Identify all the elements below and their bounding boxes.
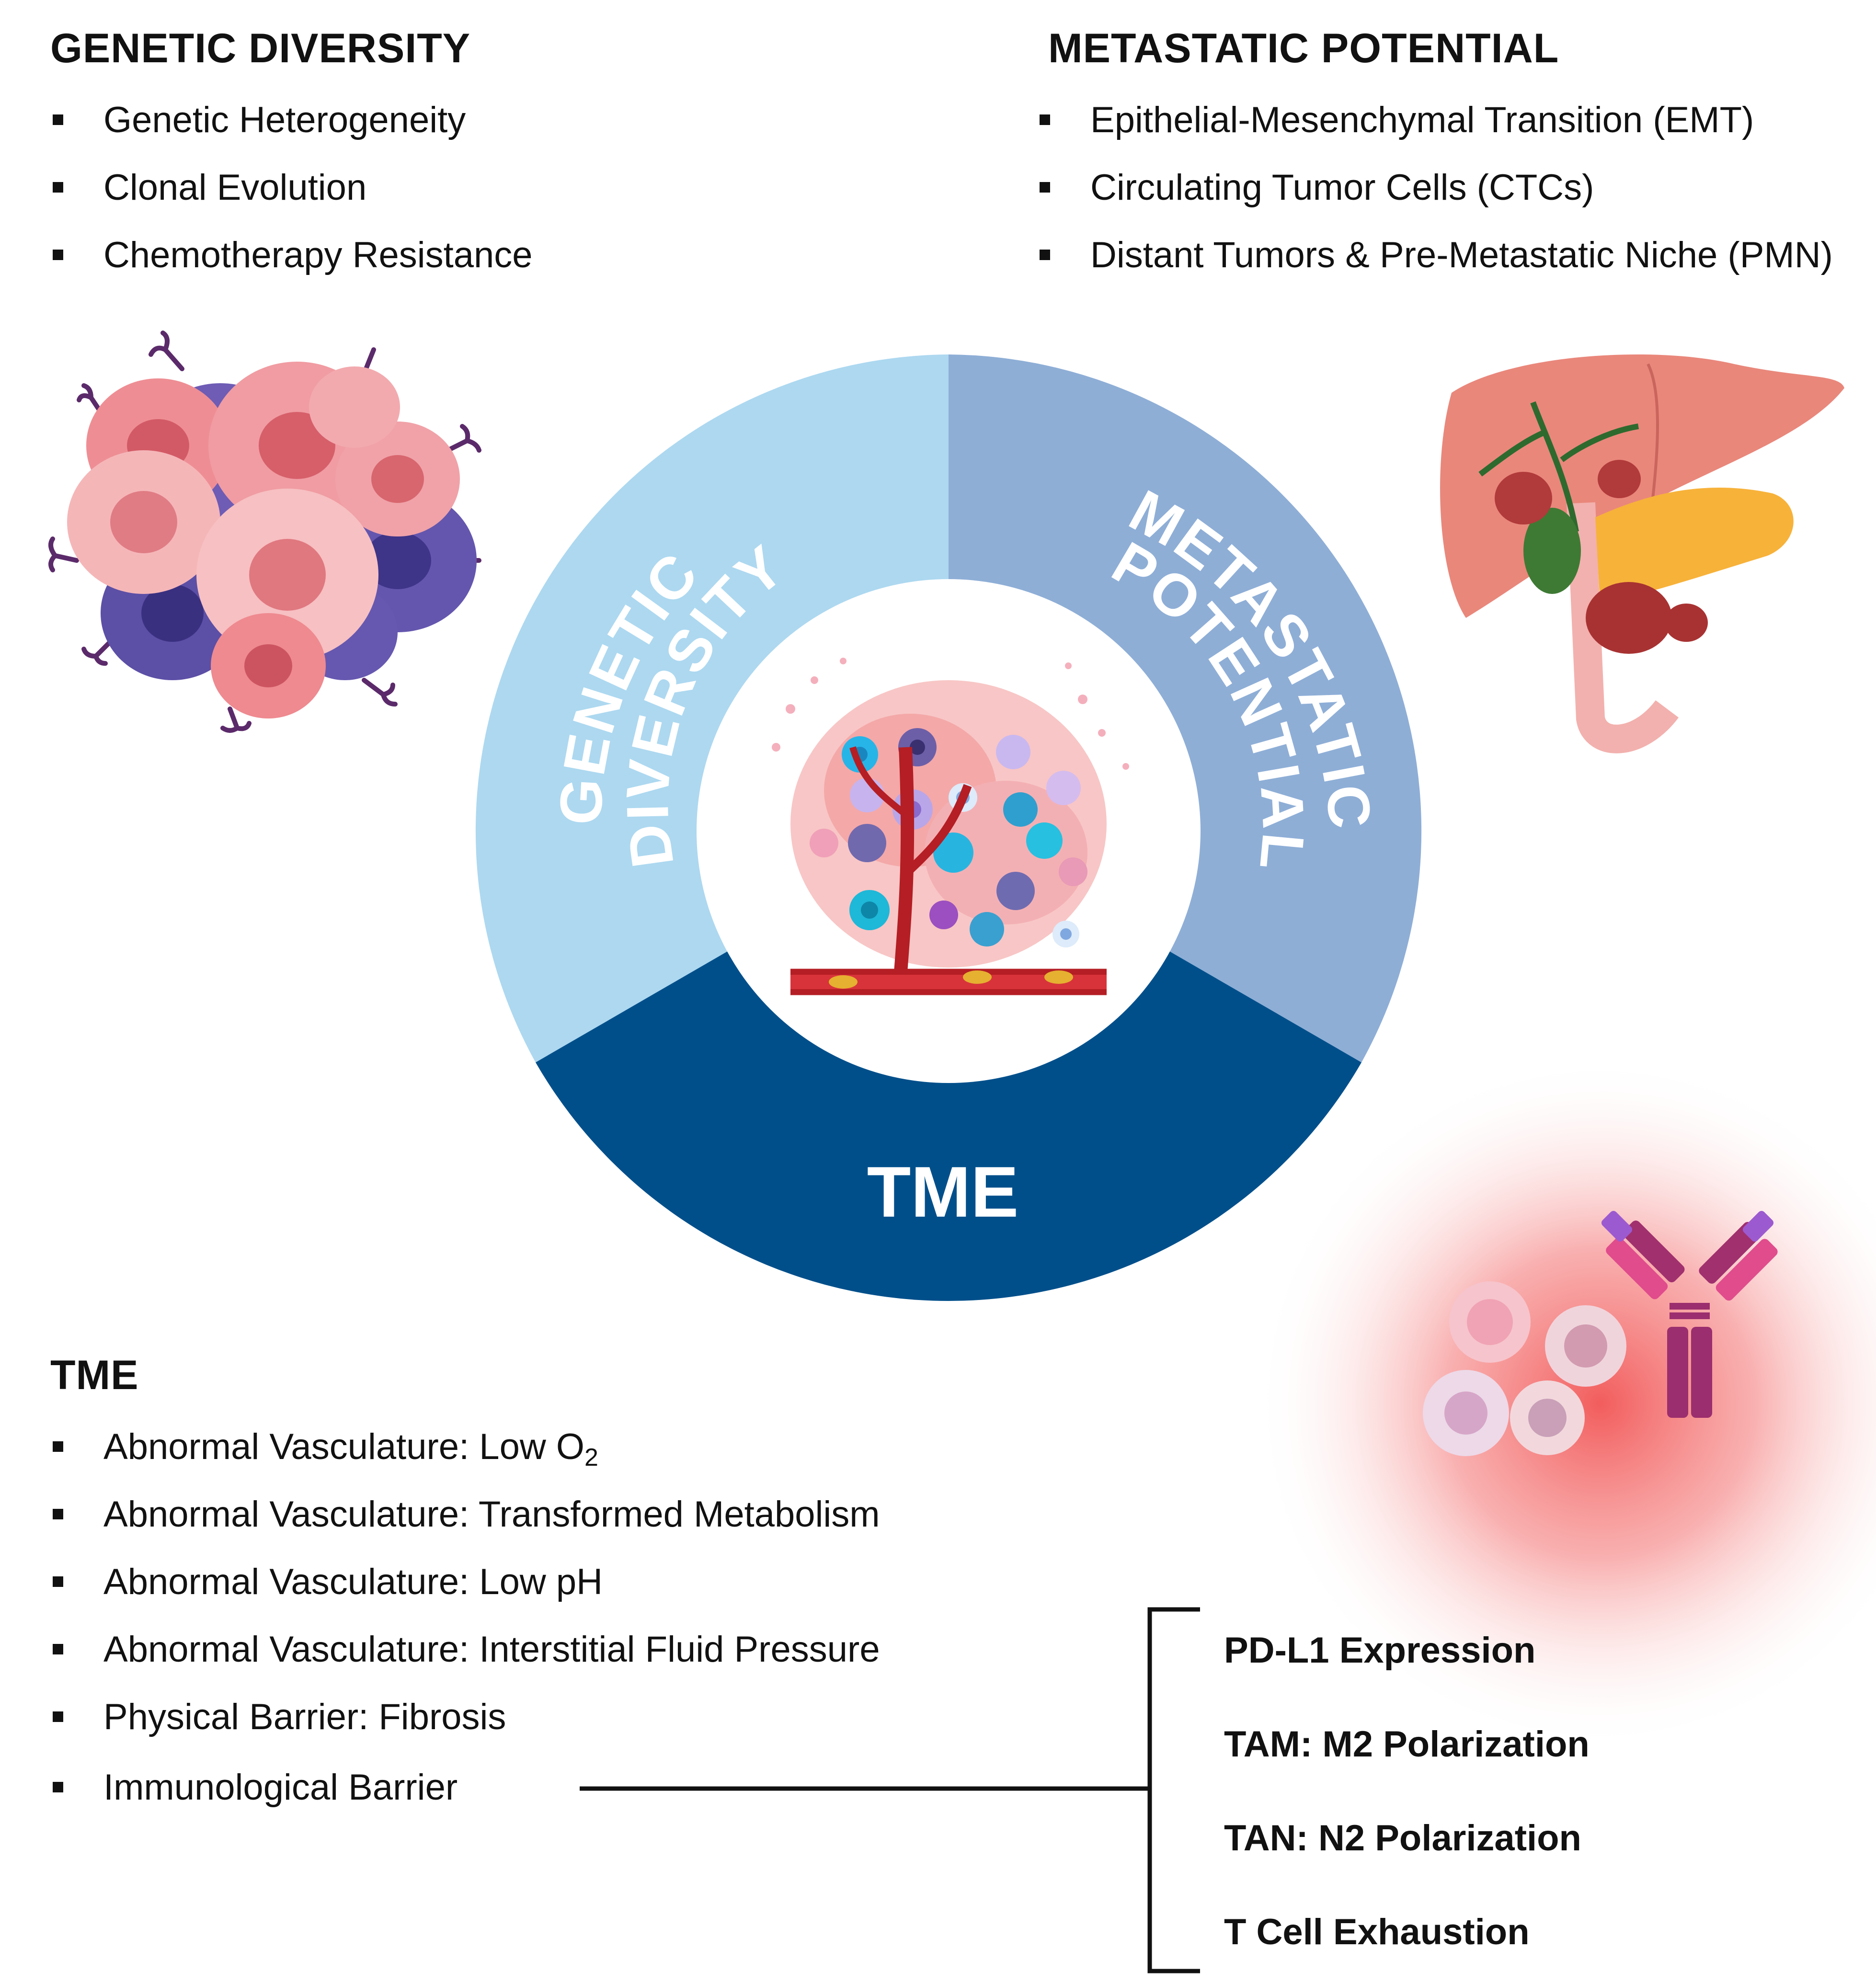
list-item-text: Physical Barrier: Fibrosis	[103, 1697, 506, 1737]
wheel-segment-genetic	[475, 354, 949, 1062]
list-item-text: Abnormal Vasculature: Interstitial Fluid…	[103, 1629, 880, 1670]
list-item: Abnormal Vasculature: Low pH	[53, 1548, 880, 1616]
list-item: Abnormal Vasculature: Low O2	[53, 1413, 880, 1481]
subscript: 2	[584, 1444, 598, 1471]
barrier-item-t-cell: T Cell Exhaustion	[1224, 1912, 1530, 1952]
genetic-diversity-list: Genetic Heterogeneity Clonal Evolution C…	[53, 86, 533, 289]
metastatic-potential-list: Epithelial-Mesenchymal Transition (EMT) …	[1040, 86, 1833, 289]
list-item: Epithelial-Mesenchymal Transition (EMT)	[1040, 86, 1833, 154]
genetic-diversity-heading: GENETIC DIVERSITY	[50, 25, 471, 71]
tme-list: Abnormal Vasculature: Low O2 Abnormal Va…	[53, 1413, 880, 1818]
list-item-text: Abnormal Vasculature: Low pH	[103, 1562, 603, 1602]
metastatic-potential-heading: METASTATIC POTENTIAL	[1048, 25, 1559, 71]
list-item: Distant Tumors & Pre-Metastatic Niche (P…	[1040, 221, 1833, 289]
list-item: Immunological Barrier	[53, 1754, 880, 1821]
immunological-barrier-bracket	[580, 1607, 1200, 1973]
list-item: Genetic Heterogeneity	[53, 86, 533, 154]
list-item: Circulating Tumor Cells (CTCs)	[1040, 154, 1833, 221]
wheel-segment-tme	[536, 950, 1361, 1301]
liver-pancreas-icon	[1440, 354, 1844, 753]
list-item: Physical Barrier: Fibrosis	[53, 1683, 880, 1751]
barrier-item-pd-l1: PD-L1 Expression	[1224, 1630, 1536, 1671]
list-item: Abnormal Vasculature: Interstitial Fluid…	[53, 1616, 880, 1683]
list-item: Chemotherapy Resistance	[53, 221, 533, 289]
antibody-icon	[1601, 1210, 1778, 1418]
tumor-microenvironment-icon	[772, 658, 1129, 995]
list-item-text: Immunological Barrier	[103, 1767, 458, 1808]
list-item: Clonal Evolution	[53, 154, 533, 221]
list-item: Abnormal Vasculature: Transformed Metabo…	[53, 1481, 880, 1548]
list-item-text: Abnormal Vasculature: Transformed Metabo…	[103, 1494, 880, 1535]
list-item-text: Abnormal Vasculature: Low O	[103, 1426, 584, 1467]
bracket-line	[1147, 1607, 1200, 1973]
barrier-item-tan: TAN: N2 Polarization	[1224, 1818, 1581, 1859]
tumor-cell-cluster-icon	[48, 331, 481, 733]
barrier-item-tam: TAM: M2 Polarization	[1224, 1724, 1590, 1765]
wheel-segment-metastatic	[949, 354, 1422, 1062]
tme-heading: TME	[50, 1352, 139, 1398]
wheel-label-tme: TME	[867, 1152, 1019, 1232]
immune-cells-icon	[1255, 1059, 1876, 1748]
